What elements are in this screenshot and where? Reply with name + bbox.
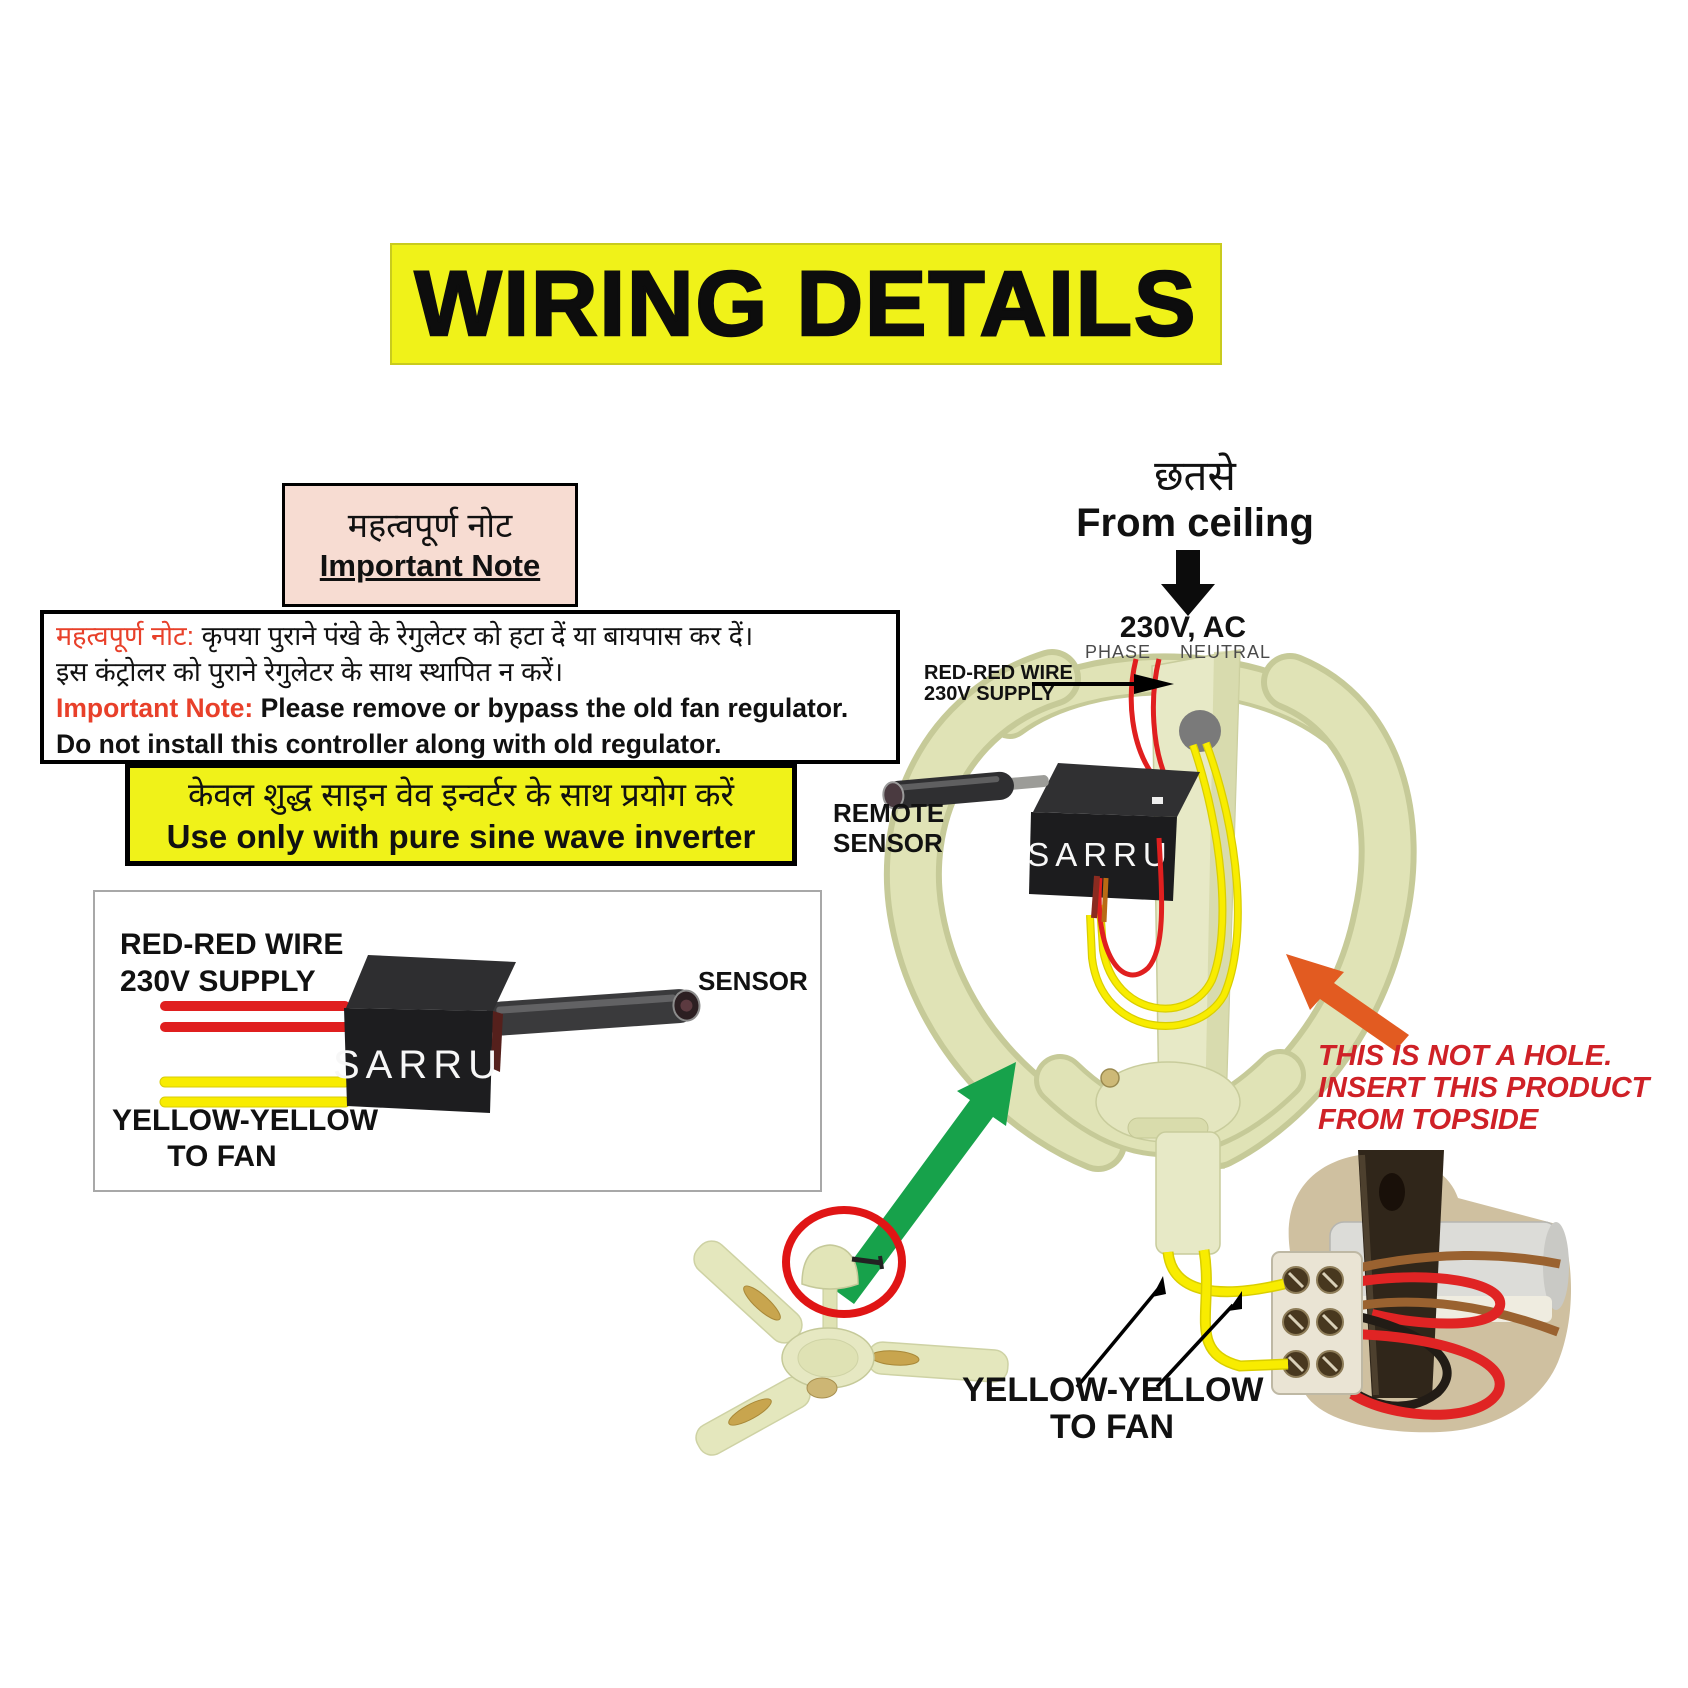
warning-box: महत्वपूर्ण नोट: कृपया पुराने पंखे के रेग… bbox=[40, 610, 900, 764]
down-arrow-icon bbox=[1161, 550, 1215, 616]
terminal-block-photo bbox=[1271, 1150, 1572, 1433]
inverter-note-hindi: केवल शुद्ध साइन वेव इन्वर्टर के साथ प्रय… bbox=[187, 775, 734, 813]
canopy bbox=[883, 649, 1417, 1255]
title-banner: WIRING DETAILS bbox=[390, 243, 1222, 365]
yellow-to-fan-label: YELLOW-YELLOW TO FAN bbox=[962, 1371, 1264, 1446]
canopy-screw bbox=[1100, 1068, 1120, 1088]
warning-hindi-line2: इस कंट्रोलर को पुराने रेगुलेटर के साथ स्… bbox=[56, 657, 564, 687]
ceiling-fan bbox=[693, 1206, 1009, 1456]
warning-english-line2: Do not install this controller along wit… bbox=[56, 729, 722, 759]
page-title: WIRING DETAILS bbox=[413, 251, 1198, 356]
inverter-note-english: Use only with pure sine wave inverter bbox=[166, 817, 756, 855]
highlight-circle bbox=[782, 1206, 906, 1318]
warning-english-line1: Important Note: Please remove or bypass … bbox=[56, 693, 849, 723]
product-photo: SARRU bbox=[159, 955, 701, 1113]
brand-logo-installed: SARRU bbox=[1027, 836, 1173, 873]
installed-controller-box: SARRU bbox=[1027, 763, 1200, 901]
red-wire-label-right: RED-RED WIRE 230V SUPPLY bbox=[924, 662, 1073, 705]
installation-diagram: SARRU bbox=[693, 550, 1572, 1456]
important-note-english: Important Note bbox=[319, 548, 541, 583]
rod-hole-mark bbox=[1179, 710, 1221, 752]
yellow-wire-label-left: YELLOW-YELLOW TO FAN bbox=[112, 1104, 379, 1173]
orange-arrow-icon bbox=[1286, 954, 1409, 1051]
important-note-box: महत्वपूर्ण नोट Important Note bbox=[282, 483, 578, 607]
warning-hindi-line1: महत्वपूर्ण नोट: कृपया पुराने पंखे के रेग… bbox=[56, 621, 754, 651]
remote-sensor-probe bbox=[882, 771, 1049, 810]
yellow-wires-to-fan bbox=[1162, 1249, 1289, 1372]
supply-red-wires bbox=[1128, 658, 1169, 779]
sensor-label-left: SENSOR bbox=[698, 966, 808, 996]
not-a-hole-note: THIS IS NOT A HOLE. INSERT THIS PRODUCT … bbox=[1318, 1040, 1650, 1136]
from-ceiling-label: छतसे From ceiling bbox=[1076, 452, 1314, 545]
supply-label: 230V, AC bbox=[1119, 611, 1247, 644]
brand-logo: SARRU bbox=[333, 1043, 503, 1087]
important-note-hindi: महत्वपूर्ण नोट bbox=[347, 507, 513, 545]
remote-sensor-label: REMOTE SENSOR bbox=[833, 798, 945, 858]
red-wires bbox=[160, 1001, 350, 1032]
green-arrow-icon bbox=[832, 1062, 1016, 1304]
red-wire-label-left: RED-RED WIRE 230V SUPPLY bbox=[120, 928, 344, 998]
controller-loose-wires bbox=[1091, 837, 1165, 978]
inverter-note-box: केवल शुद्ध साइन वेव इन्वर्टर के साथ प्रय… bbox=[125, 763, 797, 866]
sensor-probe bbox=[484, 989, 701, 1036]
neutral-label: NEUTRAL bbox=[1180, 642, 1272, 662]
fan-yellow-wires bbox=[1086, 741, 1242, 1030]
phase-label: PHASE bbox=[1085, 642, 1152, 662]
red-wire-pointer-arrow bbox=[1032, 674, 1174, 694]
yellow-wire-pointers bbox=[1075, 1276, 1242, 1389]
controller-box: SARRU bbox=[333, 955, 516, 1113]
